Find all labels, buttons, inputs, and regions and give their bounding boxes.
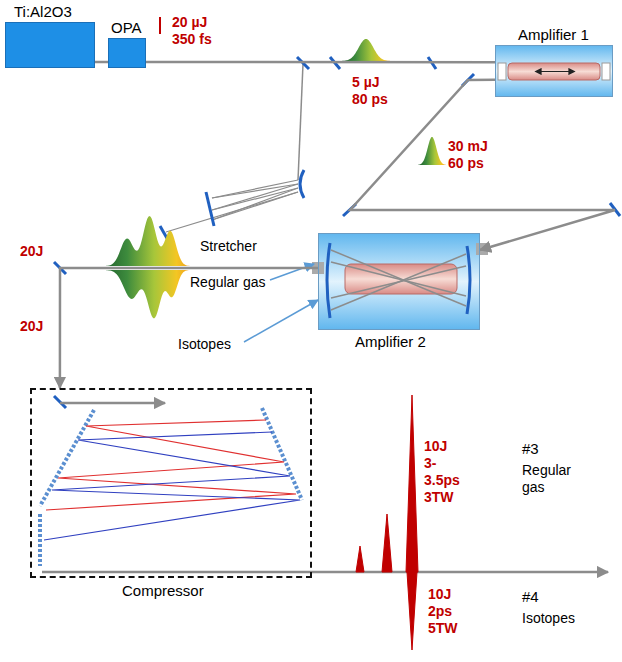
amplifier-box: Amplifier 2 [318,233,480,330]
amplifier-2-body [331,262,466,296]
callout-label: #3 [522,440,539,457]
output-pulses [356,395,418,650]
pulse-parameter: 10J 2ps 5TW [428,586,458,637]
amplifier-1-body [498,63,506,80]
pulse-shapes [418,137,446,165]
callout-label: Regular gas [190,274,266,291]
mirror-symbols [54,57,620,408]
stretcher-optics [160,64,304,240]
amplifier-2-body [312,233,488,330]
node-label: OPA [111,19,142,37]
stretcher-optics [212,188,298,210]
compressor-gratings [44,432,300,540]
compressor-gratings [38,514,42,566]
callout-label: #4 [522,588,539,605]
pulse-parameter: 20 µJ 350 fs [172,14,220,48]
amplifier-1-body [495,45,613,97]
node-label: Compressor [122,582,204,600]
pulse-parameter: 20J [20,243,43,260]
compressor-gratings [46,420,296,510]
node-label: Amplifier 2 [355,333,426,351]
stretcher-optics [298,64,303,180]
pulse-parameter: 5 µJ 80 ps [352,74,396,108]
pulse-parameter: 10J 3-3.5ps 3TW [424,438,460,506]
stretcher-optics [166,192,298,232]
amplifier-2-body [327,243,330,318]
stretcher-optics [300,170,304,198]
pulse-shapes [340,39,392,61]
pump-arrows [270,264,314,280]
pulse-parameter: 20J [20,318,43,335]
node-label: Ti:Al2O3 [14,3,72,21]
opa-box: OPA [108,38,146,68]
laser-box: Ti:Al2O3 [5,22,95,68]
amplifier-box: Amplifier 1 [495,45,613,97]
callout-label: Stretcher [200,238,257,255]
compressor-gratings [42,571,608,574]
callout-label: Isotopes [522,610,575,627]
amplifier-1-body [508,63,600,80]
callout-label: Isotopes [178,336,231,353]
amplifier-1-body [538,71,572,72]
stretcher-optics [212,188,298,220]
stretcher-optics [206,192,214,226]
node-label: Amplifier 1 [518,26,589,44]
beam-path [60,268,318,388]
pump-arrows [244,300,318,342]
pulse-shapes [100,216,190,266]
pulse-parameter: 30 mJ 60 ps [448,138,498,172]
output-pulses [382,514,392,572]
seed-pulse [159,17,161,34]
compressor-gratings [262,408,302,500]
callout-label: Regular gas [522,462,571,496]
pulse-shapes [100,39,446,318]
compressor-box: Compressor [30,388,312,578]
amplifier-1-body [495,45,613,97]
beam-path [350,80,615,250]
amplifier-2-body [331,250,466,306]
output-pulses [356,546,364,572]
amplifier-1-body [602,63,610,80]
amplifier-2-body [318,233,480,330]
beam-path [95,61,108,64]
amplifier-2-body [467,246,470,314]
compressor-gratings [40,403,608,572]
output-pulses [406,395,418,572]
pulse-shapes [100,270,190,318]
seed-pulse [160,17,161,34]
output-pulses [407,572,417,650]
beam-path [146,61,495,64]
compressor-gratings [60,402,165,405]
amplifier-2-body [331,266,466,298]
amplifier-2-body [331,254,466,310]
